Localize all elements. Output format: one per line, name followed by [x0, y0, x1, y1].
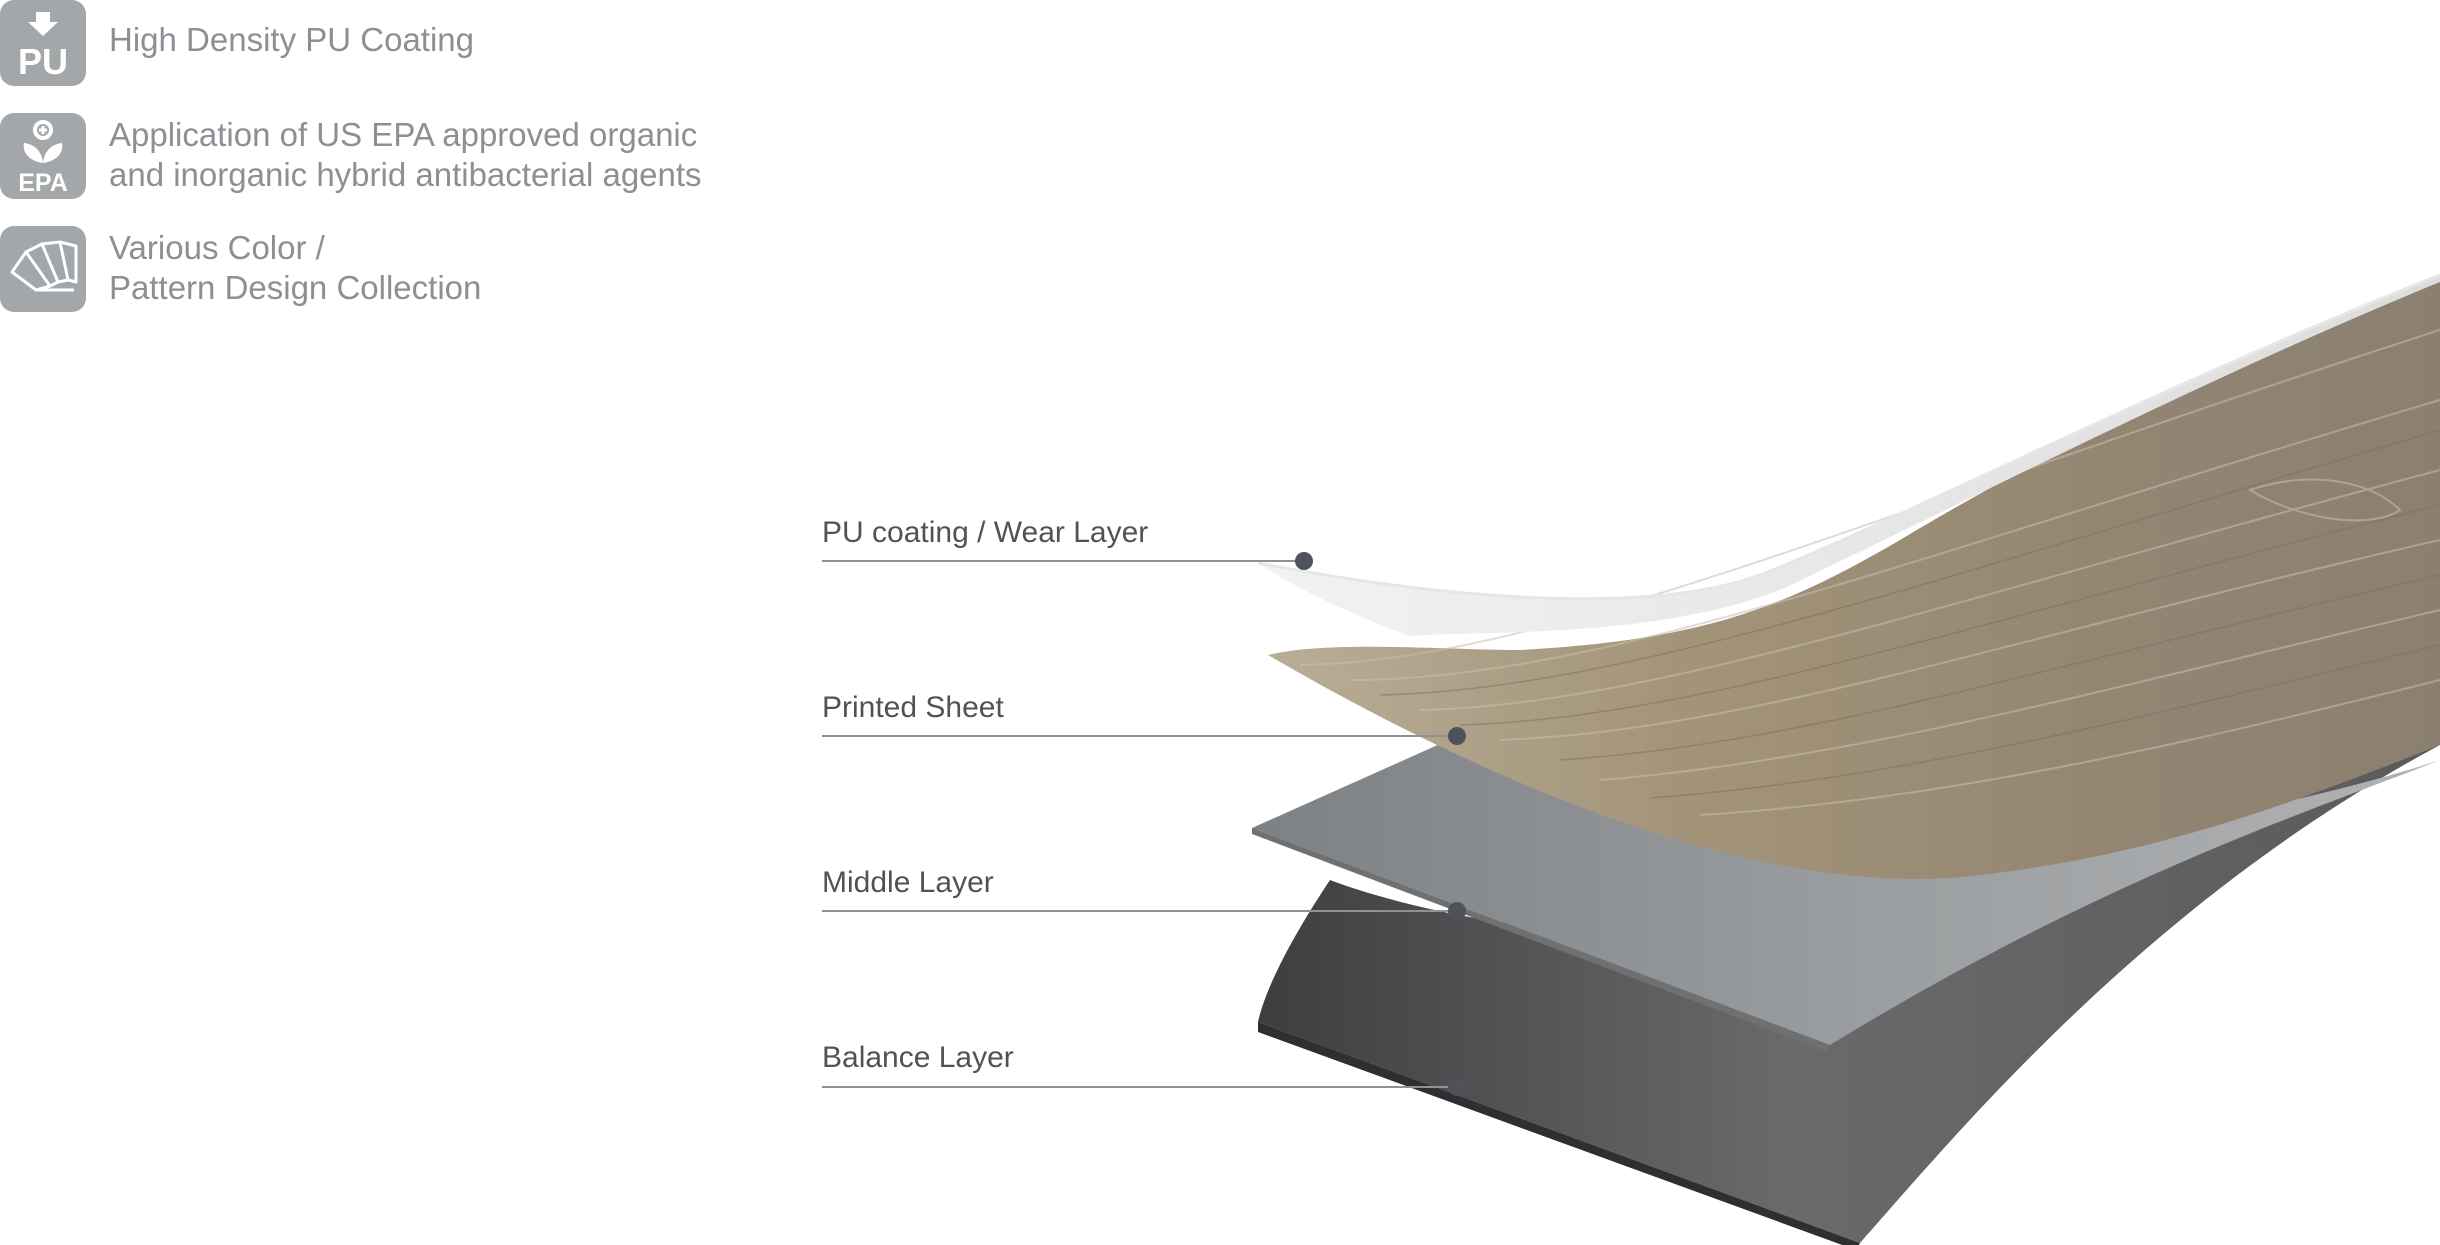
epa-badge-text: EPA [18, 169, 68, 197]
layer-label-middle-layer: Middle Layer [822, 866, 994, 899]
feature-pu-line-1: High Density PU Coating [109, 21, 474, 58]
feature-epa-line-1: Application of US EPA approved organic [109, 116, 698, 153]
layer-label-printed-sheet: Printed Sheet [822, 691, 1004, 724]
leader-printed [822, 727, 1466, 745]
feature-epa-text: Application of US EPA approved organic a… [109, 115, 702, 195]
feature-color-text: Various Color / Pattern Design Collectio… [109, 228, 481, 308]
epa-antibacterial-icon: EPA [0, 113, 86, 199]
pu-coating-icon: PU [0, 0, 86, 86]
pu-badge-text: PU [18, 41, 68, 82]
feature-epa-line-2: and inorganic hybrid antibacterial agent… [109, 156, 702, 193]
leader-middle [822, 902, 1466, 920]
leader-balance [822, 1078, 1466, 1096]
middle-layer-shape [1252, 735, 2440, 1051]
leader-pu [822, 552, 1313, 570]
printed-sheet-shape [1268, 280, 2440, 879]
feature-color-line-2: Pattern Design Collection [109, 269, 482, 306]
layer-label-pu-coating: PU coating / Wear Layer [822, 516, 1149, 549]
feature-color-line-1: Various Color / [109, 229, 325, 266]
wear-layer-shape [1257, 273, 2440, 636]
wood-grain-pattern [1299, 329, 2440, 816]
layer-label-balance-layer: Balance Layer [822, 1041, 1014, 1074]
feature-pu-text: High Density PU Coating [109, 20, 474, 60]
color-swatch-fan-icon [0, 226, 86, 312]
